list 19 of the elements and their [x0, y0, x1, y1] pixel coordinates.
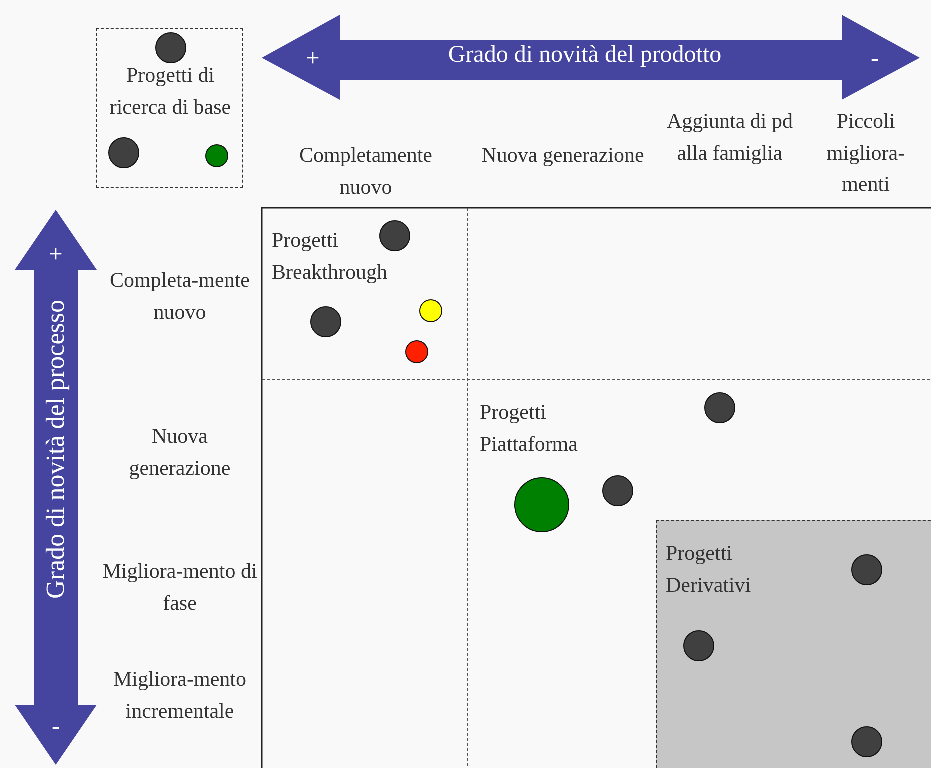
- row-header: Completa-mente nuovo: [109, 267, 251, 326]
- column-header: Nuova generazione: [480, 142, 646, 169]
- axis-label: -: [51, 713, 61, 742]
- group-label: Progetti di ricerca di base: [108, 62, 232, 120]
- axis-label: Grado di novità del prodotto: [447, 41, 723, 70]
- group-label: Progetti Breakthrough: [272, 225, 432, 288]
- axis-label: +: [48, 241, 64, 270]
- row-header: Nuova generazione: [128, 423, 232, 482]
- column-header: Completamente nuovo: [298, 142, 434, 200]
- axis-label: -: [870, 45, 880, 74]
- group-label: Progetti Piattaforma: [480, 397, 640, 460]
- column-header: Piccoli migliora-menti: [826, 108, 906, 198]
- row-header: Migliora-mento di fase: [102, 558, 258, 616]
- group-label: Progetti Derivativi: [666, 540, 752, 598]
- column-header: Aggiunta di pd alla famiglia: [666, 108, 794, 166]
- row-header: Migliora-mento incrementale: [112, 666, 248, 724]
- shaded-region: [656, 520, 931, 768]
- axis-label: Grado di novità del processo: [40, 300, 71, 599]
- axis-label: +: [305, 45, 321, 74]
